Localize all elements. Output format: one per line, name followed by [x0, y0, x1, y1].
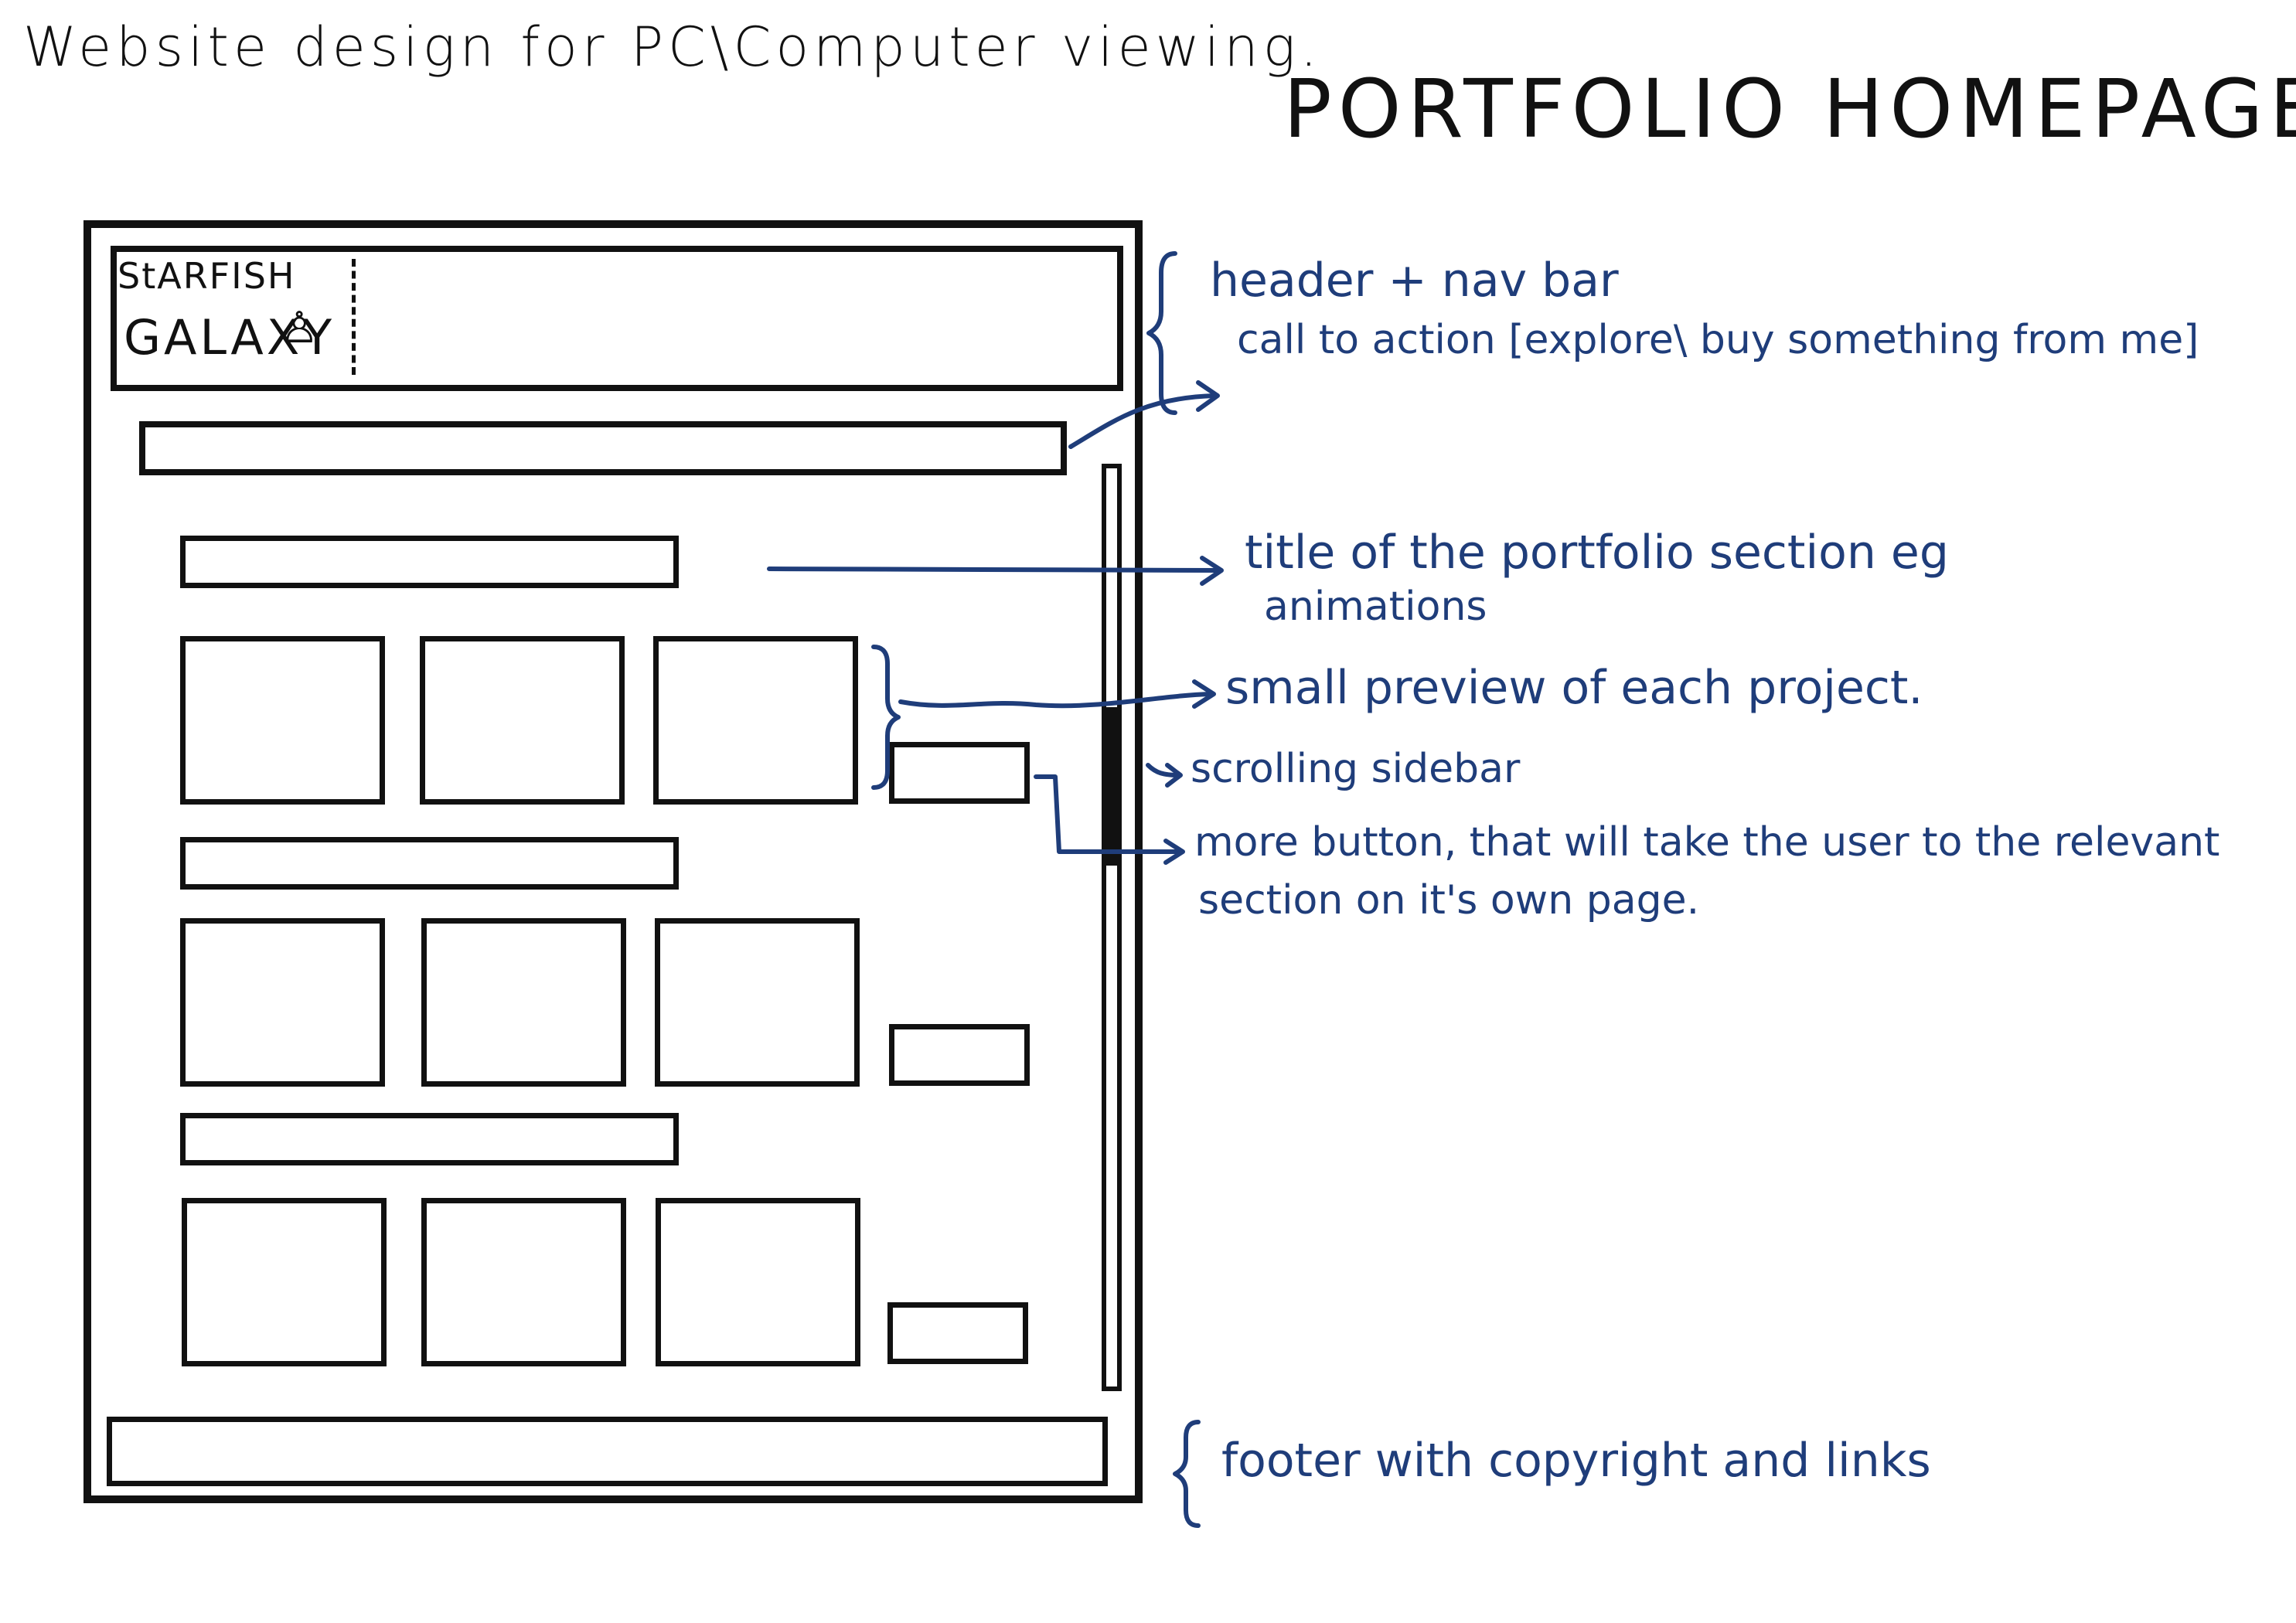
more-arrow — [1034, 774, 1181, 854]
project-preview[interactable] — [421, 1198, 626, 1366]
more-button[interactable] — [889, 1024, 1030, 1086]
page-caption: Website design for PC\Computer viewing. — [23, 15, 1323, 79]
scrollbar-thumb[interactable] — [1105, 707, 1119, 866]
project-preview[interactable] — [182, 1198, 387, 1366]
call-to-action-bar[interactable] — [139, 421, 1067, 475]
preview-arrow — [898, 692, 1212, 709]
cta-arrow — [1068, 393, 1216, 449]
annotation-more-line1: more button, that will take the user to … — [1194, 819, 2220, 866]
project-preview[interactable] — [656, 1198, 860, 1366]
scrolling-arrow — [1146, 763, 1181, 777]
section-title-bar — [180, 1113, 679, 1165]
annotation-header: header + nav bar — [1210, 253, 1619, 308]
browser-window-frame — [83, 220, 1143, 1503]
project-preview[interactable] — [180, 918, 385, 1087]
annotation-section-title-line1: title of the portfolio section eg — [1245, 526, 1949, 580]
annotation-section-title-line2: animations — [1264, 584, 1487, 630]
annotation-scrolling: scrolling sidebar — [1191, 746, 1521, 792]
annotation-preview: small preview of each project. — [1225, 661, 1923, 715]
annotation-cta: call to action [explore\ buy something f… — [1237, 317, 2199, 363]
project-preview[interactable] — [653, 636, 858, 805]
rocket-icon: ♙ — [280, 303, 319, 353]
logo-text-line2: GALAXY — [124, 309, 336, 366]
section-title-bar — [180, 837, 679, 890]
more-button[interactable] — [887, 1302, 1028, 1364]
section-title-bar — [180, 536, 679, 588]
preview-brace — [871, 645, 901, 790]
logo-text-line1: StARFISH — [118, 255, 296, 297]
project-preview[interactable] — [655, 918, 860, 1087]
section-title-arrow — [767, 567, 1220, 573]
footer-brace — [1173, 1420, 1201, 1528]
annotation-footer: footer with copyright and links — [1221, 1434, 1931, 1488]
more-button[interactable] — [889, 742, 1030, 804]
project-preview[interactable] — [420, 636, 625, 805]
project-preview[interactable] — [180, 636, 385, 805]
logo-divider — [352, 259, 356, 375]
footer-bar — [107, 1417, 1108, 1486]
project-preview[interactable] — [421, 918, 626, 1087]
header-brace — [1146, 251, 1177, 415]
page-title: PORTFOLIO HOMEPAGE — [1283, 62, 2296, 156]
scrollbar-track[interactable] — [1102, 464, 1122, 1391]
header-nav-bar — [111, 246, 1123, 391]
annotation-more-line2: section on it's own page. — [1198, 877, 1700, 924]
